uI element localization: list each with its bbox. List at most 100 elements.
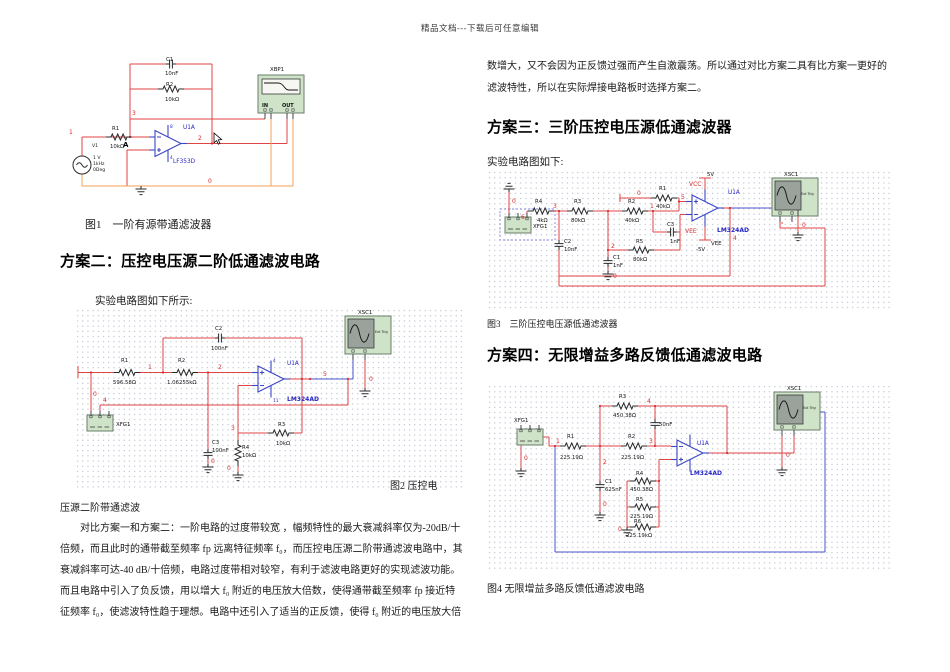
ground-icon (135, 185, 147, 196)
resistor-r3 (267, 429, 295, 437)
fig2-r1-value: 596.58Ω (113, 380, 136, 386)
figure-2-caption-continued: 压源二阶带通滤波 (60, 503, 140, 514)
left-paragraph-line-4: 而且电路中引入了负反馈，用以增大 f₀ 附近的电压放大倍数，使得通带截至频率 f… (60, 586, 456, 597)
fig3-r5-value: 80kΩ (633, 257, 647, 263)
fig3-net-4: 4 (733, 235, 737, 242)
fig1-v1-freq: 1kHz (93, 161, 105, 167)
fig1-net-2: 2 (198, 135, 202, 142)
fig4-r1-value: 225.19Ω (560, 455, 583, 461)
fig1-v1-phase: 0Deg (93, 167, 105, 173)
figure-2-caption-inline: 图2 压控电 (390, 481, 438, 492)
fig2-wires-red (77, 337, 366, 472)
figure4-schematic: R3 450.38Ω 50nF R1 225.19Ω R2 225.19Ω C1… (514, 386, 826, 553)
ground-icon (602, 270, 614, 281)
ground-icon (776, 466, 788, 477)
fig3-r1-value: 40kΩ (656, 204, 670, 210)
fig4-xfg1-label: XFG1 (514, 418, 528, 424)
fig1-r1-label: R1 (112, 126, 119, 132)
fig2-pin-top: 4 (273, 358, 276, 364)
fig3-c2-label: C2 (564, 239, 571, 245)
ground-icon (792, 231, 804, 242)
fig2-pin-bottom: 11 (273, 398, 279, 404)
fig1-opamp-designator: U1A (183, 125, 195, 131)
page-header-watermark: 精品文档---下载后可任意编辑 (421, 23, 539, 33)
fig3-vee-label-2: VEE (711, 241, 722, 247)
fig4-r2-value: 225.19Ω (621, 455, 644, 461)
resistor-r5 (629, 503, 657, 511)
fig1-net-3: 3 (132, 110, 136, 117)
resistor-r2 (620, 442, 648, 450)
fig4-r2-label: R2 (628, 434, 635, 440)
fig1-opamp-model: LF353D (173, 159, 196, 165)
fig3-vee-value: -5V (696, 247, 705, 253)
fig4-r3-label: R3 (619, 394, 626, 400)
fig1-net-0: 0 (208, 178, 212, 185)
figure-2-sallen-key-filter: R1 596.58Ω R2 1.06255kΩ C2 100nF C3 100n… (75, 308, 465, 490)
heading-scheme-4: 方案四：无限增益多路反馈低通滤波电路 (487, 347, 763, 364)
fig4-net-0a: 0 (524, 455, 528, 462)
oscilloscope-xsc1 (771, 177, 819, 223)
fig1-wires-orange (81, 119, 294, 187)
fig4-net-3: 3 (649, 438, 653, 445)
mouse-cursor-icon (213, 132, 223, 145)
capacitor-c3 (666, 227, 678, 237)
left-paragraph-line-3: 衰减斜率可达-40 dB/十倍频，电路过度带相对较窄，有利于滤波电路更好的实现滤… (60, 565, 461, 576)
ground-icon (359, 387, 371, 398)
fig2-r3-label: R3 (278, 422, 285, 428)
fig3-r2-value: 40kΩ (625, 218, 639, 224)
opamp-input-signs (679, 445, 683, 462)
fig4-ext-trig-label: Ext Trig (803, 406, 816, 410)
fig3-c3-label: C3 (667, 222, 674, 228)
oscilloscope-xsc1 (773, 391, 821, 437)
fig1-c1-value: 10nF (165, 71, 178, 77)
function-generator-xfg1 (504, 212, 532, 234)
resistor-r3 (566, 207, 594, 215)
fig4-c1-label: C1 (605, 479, 612, 485)
fig4-r3-value: 450.38Ω (613, 413, 636, 419)
fig3-ext-trig-label: Ext Trig (801, 192, 814, 196)
fig4-net-2: 2 (603, 459, 607, 466)
fig2-r3-value: 10kΩ (276, 441, 290, 447)
opamp-input-signs (260, 370, 264, 387)
figure-4-caption: 图4 无限增益多路反馈低通滤波电路 (487, 584, 645, 595)
fig3-net-0c: 0 (613, 273, 617, 280)
fig3-net-2: 2 (611, 243, 615, 250)
fig3-r1-label: R1 (659, 186, 666, 192)
fig3-c3-value: 1nF (670, 239, 680, 245)
fig1-r2-label: R2 (166, 82, 173, 88)
fig3-c2-value: 10nF (564, 247, 577, 253)
lead-text-scheme-2: 实验电路图如下所示: (95, 296, 193, 307)
fig3-net-3: 3 (553, 203, 557, 210)
fig1-r2-value: 10kΩ (165, 97, 179, 103)
ground-icon (515, 467, 527, 478)
fig4-wires-red (520, 405, 795, 528)
opamp-input-signs (694, 199, 698, 216)
fig1-xbp1-in-label: IN (262, 103, 268, 109)
fig2-r4-value: 10kΩ (242, 453, 256, 459)
fig1-wires-red (81, 63, 288, 186)
fig2-net-2: 2 (218, 364, 222, 371)
fig1-v1-ref: V1 (92, 143, 98, 149)
fig4-r6-value: 225.19kΩ (626, 533, 652, 539)
resistor-r1 (650, 194, 678, 202)
fig2-c3-value: 100nF (212, 448, 229, 454)
resistor-r4 (235, 440, 241, 466)
fig4-opamp-designator: U1A (697, 441, 709, 447)
opamp-u1a (148, 124, 188, 163)
figure-1-first-order-filter: V1 1 V 1kHz 0Deg R1 10kΩ C1 10nF R2 10kΩ… (62, 55, 322, 205)
fig3-xfg1-label: XFG1 (533, 224, 547, 230)
fig4-r5-label: R5 (636, 497, 643, 503)
fig2-ext-trig-label: Ext Trig (375, 330, 388, 334)
fig3-net-0d: 0 (802, 222, 806, 229)
fig2-c2-label: C2 (215, 326, 222, 332)
fig1-v1-amp: 1 V (93, 155, 101, 161)
fig3-net-0b: 0 (637, 190, 641, 197)
figure-4-mfb-filter: R3 450.38Ω 50nF R1 225.19Ω R2 225.19Ω C1… (487, 384, 890, 569)
fig1-pin-bottom: 4 (170, 155, 173, 161)
opamp-u1a (685, 188, 725, 228)
capacitor-c2 (555, 240, 564, 250)
fig4-opamp-model: LM324AD (690, 470, 722, 477)
fig4-r4-label: R4 (636, 471, 644, 477)
fig3-r3-value: 80kΩ (571, 218, 585, 224)
